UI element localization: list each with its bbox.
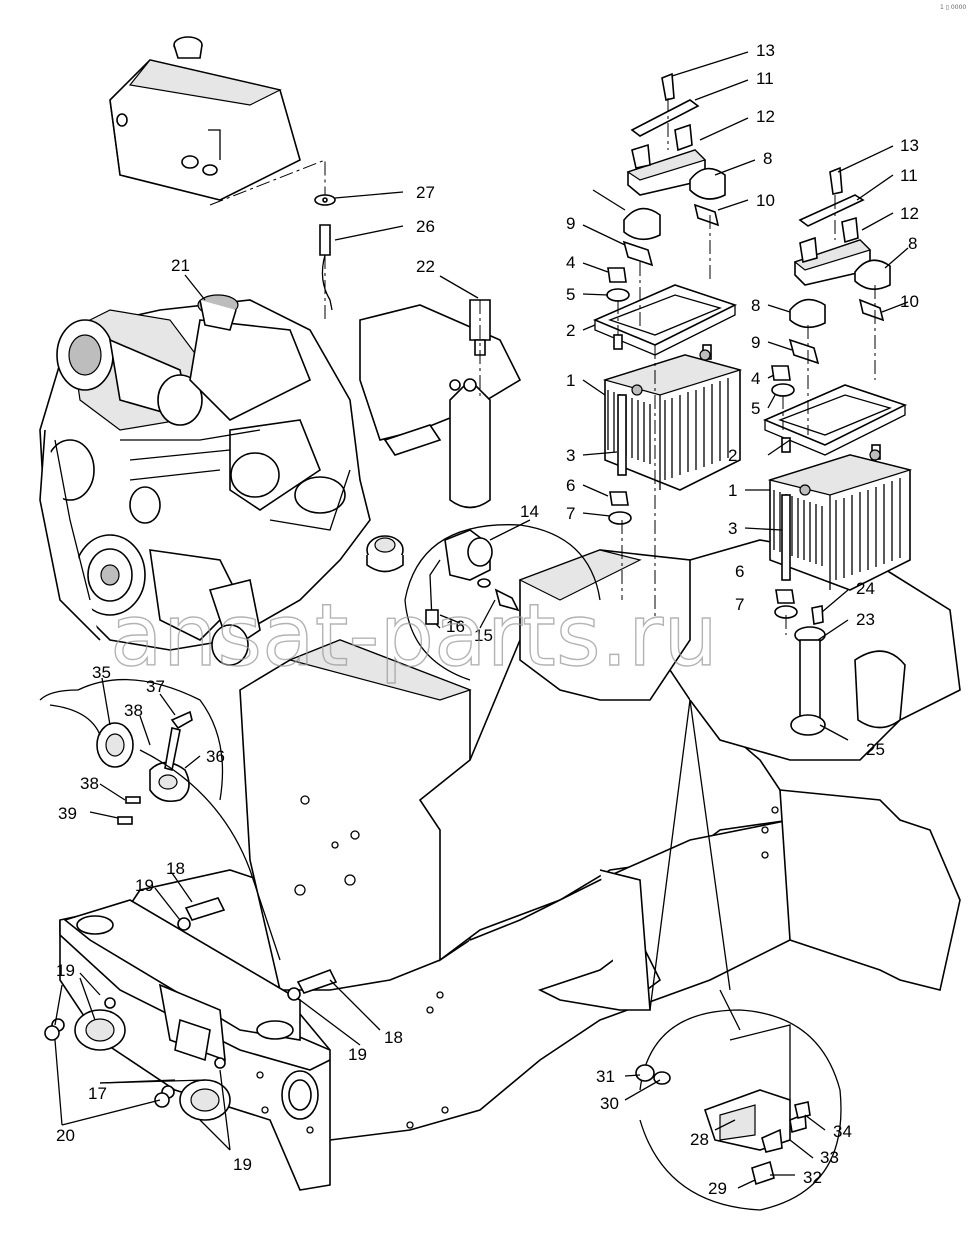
callout-31: 31 (596, 1067, 615, 1086)
engine (39, 294, 371, 666)
callout-6a: 6 (566, 476, 575, 495)
callout-14: 14 (520, 502, 539, 521)
callout-19d: 19 (348, 1045, 367, 1064)
callout-3a: 3 (566, 446, 575, 465)
engine-mounts (44, 897, 338, 1121)
callout-12b: 12 (900, 204, 919, 223)
callout-7b: 7 (735, 595, 744, 614)
callout-16: 16 (446, 617, 465, 636)
callout-17: 17 (88, 1084, 107, 1103)
callout-38a: 38 (124, 701, 143, 720)
level-sensor (314, 194, 336, 311)
leader-lines (54, 51, 909, 1189)
callout-35: 35 (92, 663, 111, 682)
callout-24: 24 (856, 579, 875, 598)
callout-3b: 3 (728, 519, 737, 538)
callout-15: 15 (474, 626, 493, 645)
callout-34: 34 (833, 1122, 852, 1141)
callout-23: 23 (856, 610, 875, 629)
callout-10a: 10 (756, 191, 775, 210)
support-post (790, 605, 906, 736)
sensor-assembly (425, 529, 520, 629)
callout-8b: 8 (908, 234, 917, 253)
callout-5b: 5 (751, 399, 760, 418)
callout-19b: 19 (56, 961, 75, 980)
fuel-filter-bracket (359, 299, 522, 509)
callout-7a: 7 (566, 504, 575, 523)
front-crossmember (63, 899, 301, 1062)
callout-37: 37 (146, 677, 165, 696)
callout-6b: 6 (735, 562, 744, 581)
callout-18a: 18 (166, 859, 185, 878)
callout-9a: 9 (566, 214, 575, 233)
callout-26: 26 (416, 217, 435, 236)
callout-28: 28 (690, 1130, 709, 1149)
watermark: ansat-parts.ru (110, 586, 718, 686)
callout-20: 20 (56, 1126, 75, 1145)
callout-21: 21 (171, 256, 190, 275)
callout-2a: 2 (566, 321, 575, 340)
detail-circle-bracket (635, 699, 842, 1211)
callout-8a: 8 (763, 149, 772, 168)
callout-27: 27 (416, 183, 435, 202)
coolant-expansion-tank (109, 36, 301, 201)
callout-9b: 9 (751, 333, 760, 352)
callout-11a: 11 (756, 69, 774, 88)
callout-19c: 19 (233, 1155, 252, 1174)
callout-25: 25 (866, 740, 885, 759)
diagram-code: 1 ▯ 0000 (940, 4, 966, 11)
callout-11b: 11 (900, 166, 918, 185)
callout-2b: 2 (728, 446, 737, 465)
callout-22: 22 (416, 257, 435, 276)
callout-33: 33 (820, 1148, 839, 1167)
callout-labels: 13 11 12 8 10 9 4 5 2 1 3 6 7 13 11 12 8… (56, 41, 919, 1198)
callout-1b: 1 (728, 481, 737, 500)
callout-13a: 13 (756, 41, 775, 60)
callout-10b: 10 (900, 292, 919, 311)
battery-right (762, 166, 913, 619)
callout-29: 29 (708, 1179, 727, 1198)
callout-39: 39 (58, 804, 77, 823)
callout-36: 36 (206, 747, 225, 766)
callout-13b: 13 (900, 136, 919, 155)
callout-5a: 5 (566, 285, 575, 304)
rubber-mount (366, 535, 404, 573)
callout-12a: 12 (756, 107, 775, 126)
callout-32: 32 (803, 1168, 822, 1187)
detail-circle-grommet (39, 678, 281, 961)
battery-left (592, 72, 743, 525)
callout-18b: 18 (384, 1028, 403, 1047)
callout-4a: 4 (566, 253, 575, 272)
callout-38b: 38 (80, 774, 99, 793)
callout-1a: 1 (566, 371, 575, 390)
leader-dash-lines (209, 98, 876, 635)
callout-19a: 19 (135, 876, 154, 895)
callout-30: 30 (600, 1094, 619, 1113)
callout-8c: 8 (751, 296, 760, 315)
callout-4b: 4 (751, 369, 760, 388)
